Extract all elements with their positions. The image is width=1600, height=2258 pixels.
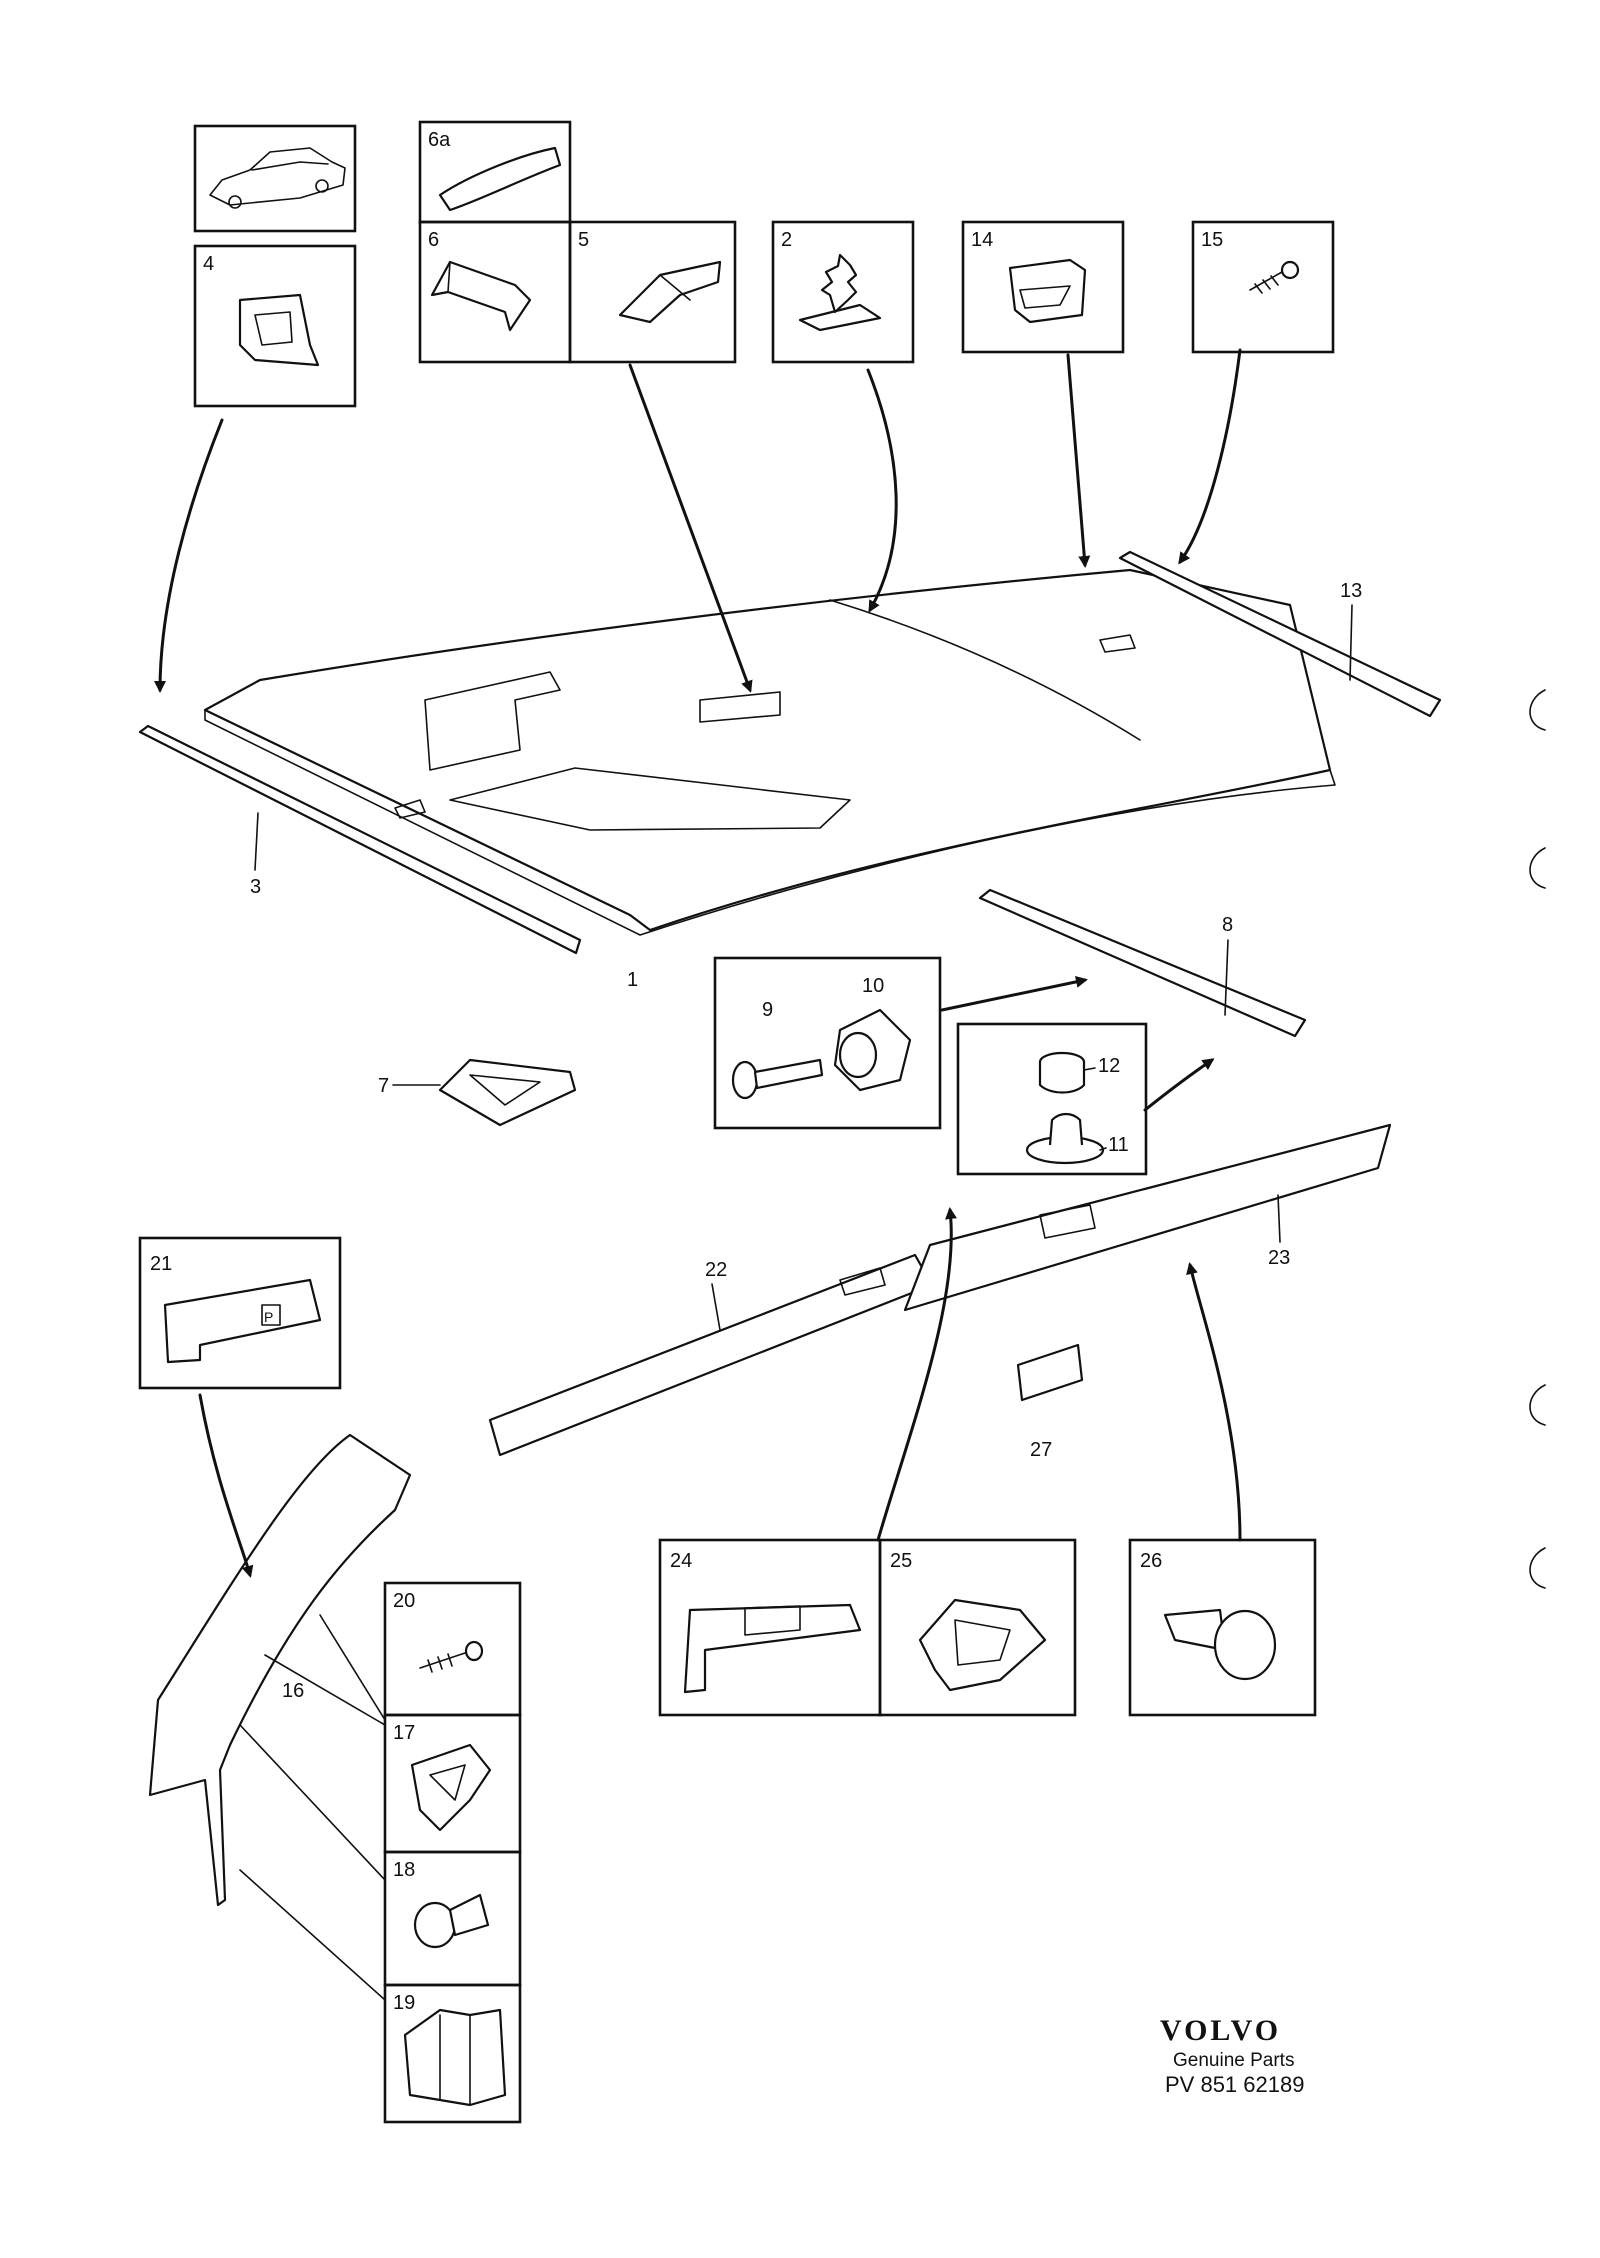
pin-9-icon: [731, 1058, 824, 1100]
push-rivet-icon: [1163, 1608, 1277, 1681]
label-25: 25: [890, 1550, 912, 1572]
label-13: 13: [1340, 580, 1362, 602]
box-part-26: 26: [1128, 1538, 1317, 1717]
label-7: 7: [378, 1075, 389, 1097]
bracket-5-icon: [618, 260, 722, 324]
car-thumbnail: [193, 124, 357, 233]
label-21: 21: [150, 1253, 172, 1275]
box-group-9-10: 9 10: [713, 956, 942, 1130]
label-12: 12: [1098, 1055, 1120, 1077]
label-20: 20: [393, 1590, 415, 1612]
clip-10-icon: [833, 1008, 912, 1092]
label-9: 9: [762, 999, 773, 1021]
push-rivet-18-icon: [413, 1893, 490, 1949]
clip-25-icon: [918, 1598, 1047, 1692]
brand-name: VOLVO: [1160, 2014, 1281, 2047]
headliner-panel: 1: [203, 568, 1336, 991]
clip-icon: [238, 293, 320, 367]
label-8: 8: [1222, 914, 1233, 936]
brand-block: VOLVO Genuine Parts PV 851 62189: [1160, 2014, 1304, 2097]
label-18: 18: [393, 1859, 415, 1881]
part-code: PV 851 62189: [1165, 2072, 1304, 2097]
trim-part-22: 22: [488, 1253, 934, 1457]
box-stack-17-20: 20 17 18 19: [383, 1581, 522, 2124]
brand-subtitle: Genuine Parts: [1173, 2050, 1294, 2071]
car-icon: [209, 147, 346, 209]
box-part-2: 2: [771, 220, 915, 364]
svg-text:P: P: [264, 1309, 273, 1325]
bracket-6-icon: [430, 260, 532, 332]
screw-20-icon: [419, 1640, 484, 1673]
label-15: 15: [1201, 229, 1223, 251]
screw-icon: [1249, 260, 1300, 294]
label-11: 11: [1108, 1134, 1129, 1156]
label-14: 14: [971, 229, 993, 251]
label-10: 10: [862, 975, 884, 997]
label-16: 16: [282, 1680, 304, 1702]
clip-24-icon: [683, 1603, 862, 1694]
label-24: 24: [670, 1550, 692, 1572]
foam-pad-icon: [438, 146, 562, 212]
grommet-12-icon: [1038, 1051, 1096, 1094]
bracket-21-icon: P: [163, 1278, 322, 1364]
clip-19-icon: [403, 2008, 507, 2107]
label-17: 17: [393, 1722, 415, 1744]
pillar-part-16: 16: [148, 1433, 412, 1907]
box-group-6a-6-5: 6a 6 5: [418, 120, 737, 364]
bracket-part-7: 7: [378, 1058, 577, 1127]
margin-marks: [1529, 689, 1546, 1589]
box-part-21: 21 P: [138, 1236, 342, 1390]
label-5: 5: [578, 229, 589, 251]
label-4: 4: [203, 253, 214, 275]
rail-part-13: 13: [1118, 550, 1442, 718]
cover-part-27: 27: [1016, 1343, 1084, 1461]
box-group-24-25: 24 25: [658, 1538, 1077, 1717]
box-part-14: 14: [961, 220, 1125, 354]
box-group-11-12: 12 11: [956, 1022, 1148, 1176]
roof-molding: 3: [138, 724, 582, 955]
label-3: 3: [250, 876, 261, 898]
label-23: 23: [1268, 1247, 1290, 1269]
label-27: 27: [1030, 1439, 1052, 1461]
box-part-4: 4: [193, 244, 357, 408]
label-6a: 6a: [428, 129, 451, 151]
box-part-15: 15: [1191, 220, 1335, 354]
label-1: 1: [627, 969, 638, 991]
label-6: 6: [428, 229, 439, 251]
label-19: 19: [393, 1992, 415, 2014]
trim-part-23: 23: [903, 1123, 1392, 1312]
tree-clip-icon: [798, 253, 882, 332]
clip-17-icon: [410, 1743, 492, 1832]
leader-lines: [154, 348, 1242, 2001]
clip-14-icon: [1008, 258, 1087, 324]
rail-part-8: 8: [978, 888, 1307, 1038]
label-2: 2: [781, 229, 792, 251]
washer-11-icon: [1025, 1112, 1107, 1165]
label-22: 22: [705, 1259, 727, 1281]
label-26: 26: [1140, 1550, 1162, 1572]
